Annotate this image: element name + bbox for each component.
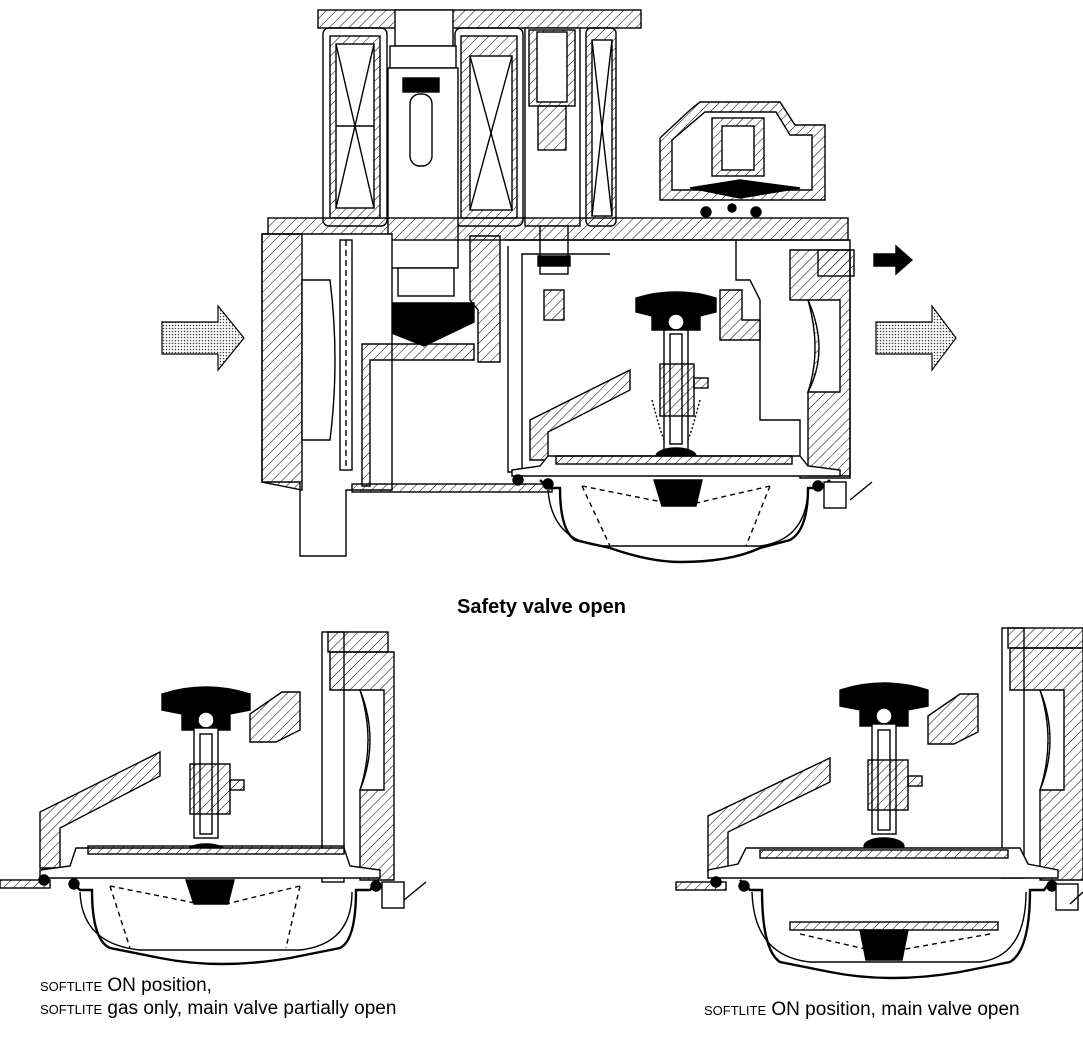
main-outlet-arrow (875, 304, 957, 372)
pilot-solenoid (524, 27, 617, 321)
left-caption-line-1: SOFTLITE ON position, (40, 974, 396, 997)
main-solenoid-coil (322, 27, 524, 227)
left-caption-line-2-text: gas only, main valve partially open (107, 998, 397, 1019)
valve-body-right (505, 239, 873, 564)
left-caption-line-1-text: ON position, (107, 975, 212, 996)
bottom-plate (351, 483, 553, 493)
valve-body-left (261, 233, 501, 557)
regulator-cap (659, 101, 826, 218)
brand-softlite: SOFTLITE (40, 975, 103, 996)
right-detail-caption: SOFTLITE ON position, main valve open (704, 998, 1020, 1021)
detail-right-open (675, 627, 1083, 980)
left-caption-line-2: SOFTLITE gas only, main valve partially … (40, 997, 396, 1020)
detail-left-partially-open (0, 631, 427, 966)
brand-softlite: SOFTLITE (704, 999, 767, 1020)
top-plate (317, 9, 642, 29)
right-caption-text: ON position, main valve open (771, 999, 1020, 1020)
pilot-outlet-arrow (873, 244, 914, 276)
brand-softlite: SOFTLITE (40, 998, 103, 1019)
main-valve-assembly (161, 9, 957, 564)
left-detail-caption: SOFTLITE ON position, SOFTLITE gas only,… (40, 974, 396, 1020)
inlet-arrow (161, 304, 245, 372)
main-caption: Safety valve open (457, 596, 626, 618)
